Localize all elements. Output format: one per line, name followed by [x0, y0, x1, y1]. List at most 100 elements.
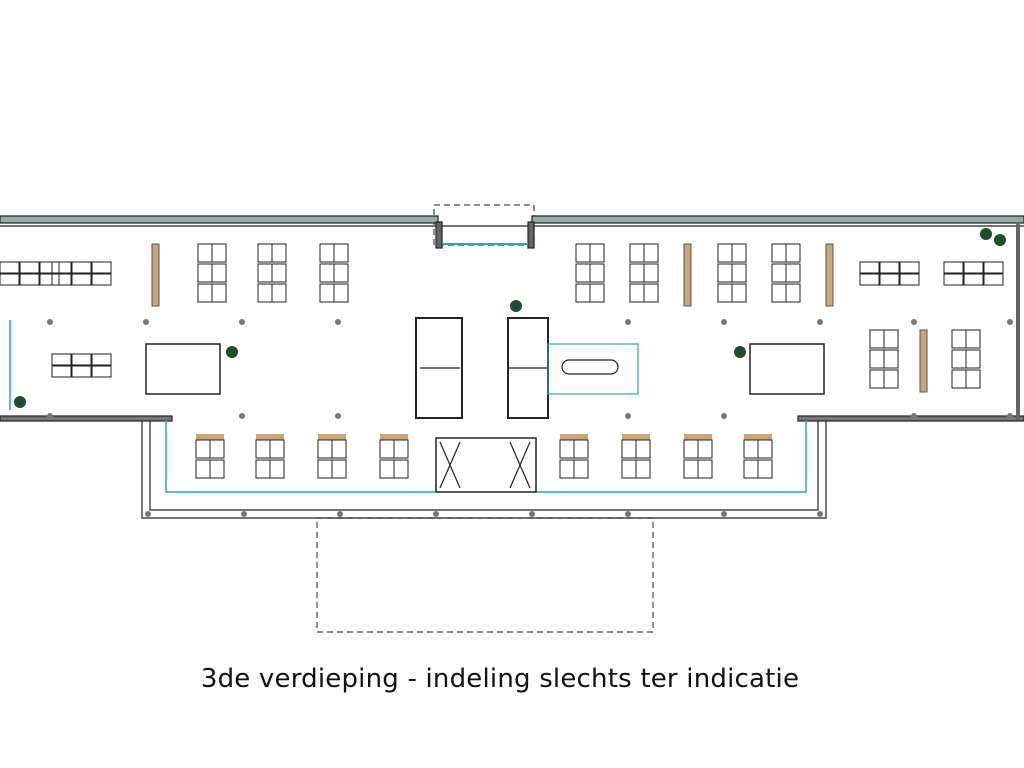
desk-cluster-icon	[717, 243, 733, 263]
elevator-east-icon	[509, 441, 531, 489]
desk-cluster-icon	[575, 283, 591, 303]
desk-cluster-icon	[963, 261, 984, 274]
desk-cluster-icon	[71, 365, 92, 378]
desk-cluster-icon	[621, 439, 637, 459]
partition	[683, 243, 692, 307]
desk-cluster-icon	[39, 261, 60, 274]
desk-cluster-icon	[757, 459, 773, 479]
column	[625, 319, 631, 325]
north-wall-east	[531, 215, 1024, 224]
column	[1007, 413, 1013, 419]
desk-cluster-icon	[573, 439, 589, 459]
desk-cluster-icon	[393, 459, 409, 479]
elevator-west-icon	[439, 441, 461, 489]
desk-cluster-icon	[257, 283, 273, 303]
desk-cluster-icon	[629, 283, 645, 303]
desk-cluster-icon	[379, 439, 395, 459]
desk-cluster-icon	[257, 263, 273, 283]
meeting-room	[547, 343, 639, 395]
desk-cluster-icon	[869, 329, 885, 349]
desk-cluster-icon	[869, 369, 885, 389]
desk-cluster-icon	[71, 353, 92, 366]
desk-cluster-icon	[869, 349, 885, 369]
desk-screen	[744, 434, 772, 440]
desk-cluster-icon	[629, 243, 645, 263]
desk-cluster-icon	[589, 243, 605, 263]
desk-cluster-icon	[983, 261, 1004, 274]
desk-cluster-icon	[195, 439, 211, 459]
desk-cluster-icon	[317, 459, 333, 479]
meeting-table-icon	[561, 359, 619, 375]
plant-icon	[14, 396, 26, 408]
desk-cluster-icon	[319, 283, 335, 303]
desk-cluster-icon	[333, 263, 349, 283]
desk-cluster-icon	[19, 273, 40, 286]
desk-cluster-icon	[683, 439, 699, 459]
desk-cluster-icon	[785, 243, 801, 263]
desk-cluster-icon	[785, 283, 801, 303]
desk-cluster-icon	[963, 273, 984, 286]
desk-screen	[318, 434, 346, 440]
desk-cluster-icon	[71, 261, 92, 274]
column	[625, 413, 631, 419]
desk-cluster-icon	[51, 261, 72, 274]
desk-cluster-icon	[559, 439, 575, 459]
plant-icon	[994, 234, 1006, 246]
desk-cluster-icon	[269, 439, 285, 459]
desk-cluster-icon	[883, 349, 899, 369]
desk-cluster-icon	[943, 273, 964, 286]
desk-cluster-icon	[883, 369, 899, 389]
desk-cluster-icon	[379, 459, 395, 479]
desk-cluster-icon	[211, 263, 227, 283]
desk-cluster-icon	[333, 243, 349, 263]
column	[721, 319, 727, 325]
desk-cluster-icon	[743, 459, 759, 479]
desk-screen	[196, 434, 224, 440]
desk-cluster-icon	[0, 273, 20, 286]
desk-screen	[560, 434, 588, 440]
desk-cluster-icon	[39, 273, 60, 286]
desk-screen	[380, 434, 408, 440]
desk-cluster-icon	[319, 263, 335, 283]
desk-cluster-icon	[331, 459, 347, 479]
desk-cluster-icon	[271, 283, 287, 303]
desk-cluster-icon	[197, 243, 213, 263]
desk-cluster-icon	[731, 243, 747, 263]
desk-cluster-icon	[951, 349, 967, 369]
desk-cluster-icon	[743, 439, 759, 459]
desk-cluster-icon	[643, 243, 659, 263]
column	[529, 511, 535, 517]
desk-cluster-icon	[575, 263, 591, 283]
desk-cluster-icon	[51, 353, 72, 366]
desk-cluster-icon	[621, 459, 637, 479]
desk-cluster-icon	[71, 273, 92, 286]
desk-cluster-icon	[643, 283, 659, 303]
core-west	[415, 317, 463, 419]
desk-cluster-icon	[559, 459, 575, 479]
plant-icon	[980, 228, 992, 240]
desk-cluster-icon	[211, 243, 227, 263]
desk-cluster-icon	[899, 261, 920, 274]
partition	[919, 329, 928, 393]
stair-west-icon	[145, 343, 221, 395]
desk-cluster-icon	[771, 243, 787, 263]
south-wall-east	[797, 415, 1024, 422]
floor-plan	[0, 204, 1024, 633]
north-wall	[0, 215, 439, 224]
desk-screen	[622, 434, 650, 440]
south-wall-west	[0, 415, 173, 422]
desk-cluster-icon	[211, 283, 227, 303]
desk-cluster-icon	[333, 283, 349, 303]
stair-east-icon	[749, 343, 825, 395]
desk-cluster-icon	[317, 439, 333, 459]
column	[145, 511, 151, 517]
desk-cluster-icon	[883, 329, 899, 349]
desk-cluster-icon	[697, 439, 713, 459]
desk-cluster-icon	[209, 459, 225, 479]
column	[143, 319, 149, 325]
column	[337, 511, 343, 517]
column	[335, 319, 341, 325]
desk-cluster-icon	[91, 273, 112, 286]
building-outline	[0, 204, 1024, 633]
plant-icon	[510, 300, 522, 312]
